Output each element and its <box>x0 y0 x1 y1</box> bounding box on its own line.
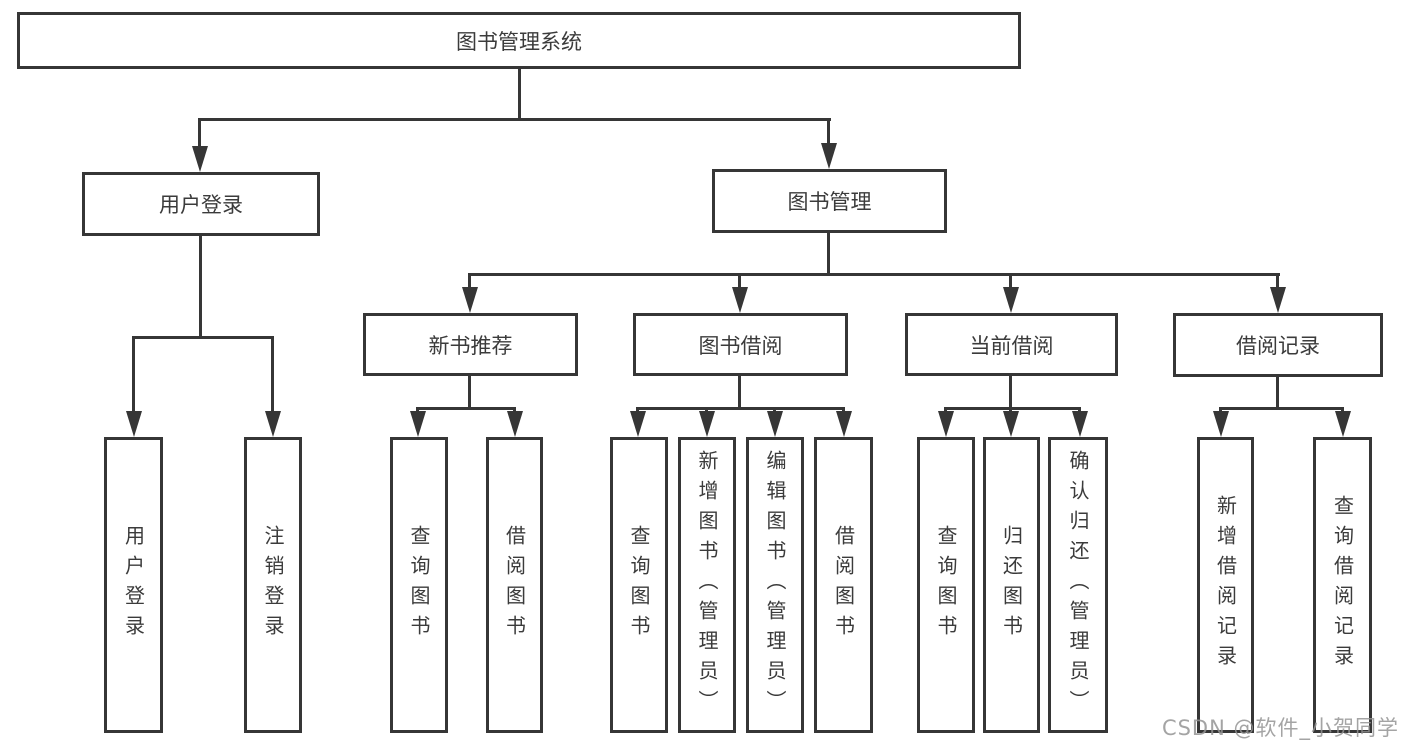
arrow-down-icon <box>767 411 783 437</box>
leaf-label: 确认归还（管理员） <box>1066 450 1090 720</box>
connector-line <box>468 273 1280 276</box>
arrow-down-icon <box>836 411 852 437</box>
leaf-cb-return-books: 归还图书 <box>983 437 1040 733</box>
leaf-bb-edit-books-admin: 编辑图书（管理员） <box>746 437 804 733</box>
connector-line <box>199 236 202 339</box>
node-label: 图书管理系统 <box>456 29 582 54</box>
node-label: 借阅记录 <box>1236 334 1320 358</box>
node-label: 图书借阅 <box>698 333 783 358</box>
arrow-down-icon <box>732 287 748 313</box>
arrow-down-icon <box>410 411 426 437</box>
leaf-bb-borrow-books: 借阅图书 <box>814 437 873 733</box>
arrow-down-icon <box>1270 287 1286 313</box>
node-label: 图书管理 <box>787 190 872 214</box>
arrow-down-icon <box>507 411 523 437</box>
arrow-down-icon <box>699 411 715 437</box>
arrow-down-icon <box>1003 287 1019 313</box>
node-book-management: 图书管理 <box>712 169 947 233</box>
node-library-management-system: 图书管理系统 <box>17 12 1021 69</box>
node-label: 用户登录 <box>159 193 243 217</box>
leaf-label: 注销登录 <box>261 525 285 645</box>
leaf-label: 编辑图书（管理员） <box>763 450 787 720</box>
node-borrowing-records: 借阅记录 <box>1173 313 1383 377</box>
connector-line <box>132 336 274 339</box>
leaf-br-add-borrow-record: 新增借阅记录 <box>1197 437 1254 733</box>
leaf-label: 查询图书 <box>627 525 651 645</box>
connector-line <box>1276 377 1279 410</box>
connector-line <box>468 273 471 289</box>
leaf-nb-borrow-books: 借阅图书 <box>486 437 543 733</box>
connector-line <box>518 69 521 121</box>
leaf-logout: 注销登录 <box>244 437 302 733</box>
connector-line <box>1276 273 1279 289</box>
arrow-down-icon <box>126 411 142 437</box>
leaf-user-login: 用户登录 <box>104 437 163 733</box>
node-new-book-recommend: 新书推荐 <box>363 313 578 376</box>
connector-line <box>738 273 741 289</box>
connector-line <box>827 118 830 145</box>
csdn-watermark: CSDN @软件_小贺同学 <box>1161 716 1399 740</box>
node-user-login: 用户登录 <box>82 172 320 236</box>
arrow-down-icon <box>630 411 646 437</box>
node-label: 当前借阅 <box>969 333 1054 358</box>
leaf-label: 查询图书 <box>407 525 431 645</box>
leaf-cb-query-books: 查询图书 <box>917 437 975 733</box>
connector-line <box>944 407 1081 410</box>
connector-line <box>827 233 830 276</box>
leaf-bb-add-books-admin: 新增图书（管理员） <box>678 437 736 733</box>
connector-line <box>636 407 845 410</box>
arrow-down-icon <box>265 411 281 437</box>
arrow-down-icon <box>1003 411 1019 437</box>
leaf-label: 新增借阅记录 <box>1213 495 1238 675</box>
node-label: 新书推荐 <box>428 333 513 358</box>
leaf-cb-confirm-return-admin: 确认归还（管理员） <box>1048 437 1108 733</box>
arrow-down-icon <box>1213 411 1229 437</box>
leaf-br-query-borrow-record: 查询借阅记录 <box>1313 437 1372 733</box>
leaf-label: 用户登录 <box>121 525 146 645</box>
connector-line <box>738 376 741 410</box>
leaf-label: 归还图书 <box>999 525 1024 645</box>
connector-line <box>271 336 274 413</box>
leaf-label: 借阅图书 <box>502 525 527 645</box>
node-current-borrowing: 当前借阅 <box>905 313 1118 376</box>
connector-line <box>1219 407 1344 410</box>
arrow-down-icon <box>462 287 478 313</box>
arrow-down-icon <box>821 143 837 169</box>
arrow-down-icon <box>192 146 208 172</box>
arrow-down-icon <box>1072 411 1088 437</box>
arrow-down-icon <box>1335 411 1351 437</box>
connector-line <box>1009 376 1012 410</box>
leaf-label: 查询图书 <box>934 525 958 645</box>
arrow-down-icon <box>938 411 954 437</box>
node-book-borrowing: 图书借阅 <box>633 313 848 376</box>
leaf-label: 查询借阅记录 <box>1330 495 1355 675</box>
leaf-label: 新增图书（管理员） <box>695 450 719 720</box>
connector-line <box>132 336 135 413</box>
leaf-nb-query-books: 查询图书 <box>390 437 448 733</box>
leaf-bb-query-books: 查询图书 <box>610 437 668 733</box>
connector-line <box>198 118 201 148</box>
connector-line <box>468 376 471 410</box>
leaf-label: 借阅图书 <box>831 525 856 645</box>
connector-line <box>198 118 831 121</box>
connector-line <box>416 407 516 410</box>
connector-line <box>1009 273 1012 289</box>
